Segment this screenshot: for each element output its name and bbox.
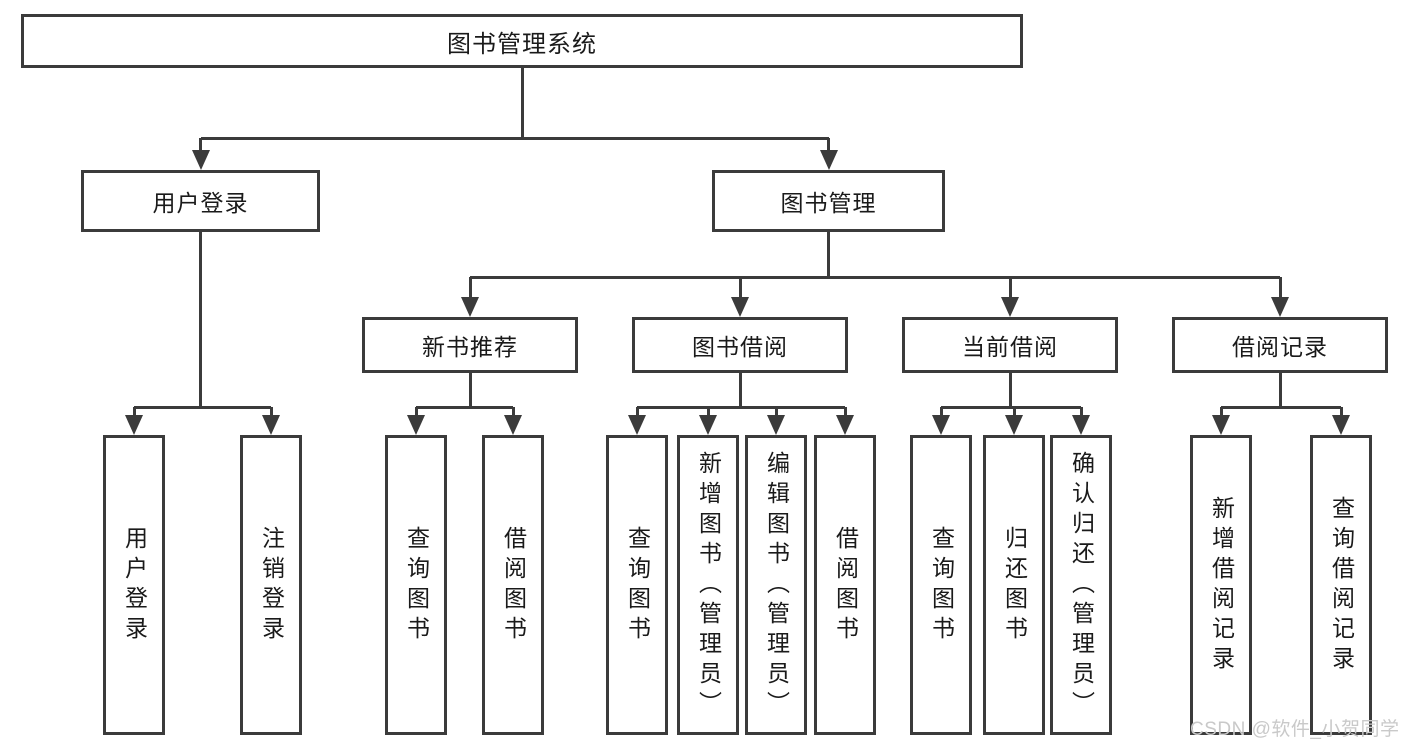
connector-line <box>738 277 742 297</box>
connector-line <box>416 405 513 409</box>
node-user-login[interactable]: 用户登录 <box>81 170 320 232</box>
node-leaf-borrow-book-new[interactable]: 借阅图书 <box>482 435 544 735</box>
node-label: 查询图书 <box>928 526 955 646</box>
connector-line <box>134 405 271 409</box>
node-leaf-return-book[interactable]: 归还图书 <box>983 435 1045 735</box>
node-label: 新增借阅记录 <box>1208 496 1235 676</box>
connector-line <box>637 405 845 409</box>
arrow-head-icon <box>932 415 950 435</box>
node-label: 用户登录 <box>152 190 249 216</box>
node-label: 新书推荐 <box>422 334 518 360</box>
node-label: 查询图书 <box>624 526 651 646</box>
connector-line <box>468 277 472 297</box>
arrow-head-icon <box>628 415 646 435</box>
arrow-head-icon <box>461 297 479 317</box>
connector-line <box>941 405 1081 409</box>
node-label: 图书管理系统 <box>447 30 597 58</box>
node-leaf-query-book[interactable]: 查询图书 <box>606 435 668 735</box>
connector-line <box>843 407 847 415</box>
node-label: 图书借阅 <box>692 334 788 360</box>
arrow-head-icon <box>1001 297 1019 317</box>
node-label: 借阅图书 <box>832 526 859 646</box>
connector-line <box>520 68 524 138</box>
connector-line <box>738 373 742 407</box>
node-label: 借阅记录 <box>1232 334 1328 360</box>
node-label: 当前借阅 <box>962 334 1058 360</box>
arrow-head-icon <box>731 297 749 317</box>
node-label: 归还图书 <box>1001 526 1028 646</box>
node-label: 借阅图书 <box>500 526 527 646</box>
arrow-head-icon <box>1212 415 1230 435</box>
node-leaf-query-book-new[interactable]: 查询图书 <box>385 435 447 735</box>
node-leaf-add-book[interactable]: 新增图书（管理员） <box>677 435 739 735</box>
arrow-head-icon <box>1005 415 1023 435</box>
connector-line <box>939 407 943 415</box>
node-label: 用户登录 <box>121 526 148 646</box>
connector-line <box>511 407 515 415</box>
connector-line <box>706 407 710 415</box>
node-leaf-query-borrow-record[interactable]: 查询借阅记录 <box>1310 435 1372 735</box>
node-new-book-recommend[interactable]: 新书推荐 <box>362 317 578 373</box>
connector-line <box>1008 277 1012 297</box>
node-label: 编辑图书（管理员） <box>763 451 790 721</box>
arrow-head-icon <box>504 415 522 435</box>
arrow-head-icon <box>407 415 425 435</box>
node-leaf-edit-book[interactable]: 编辑图书（管理员） <box>745 435 807 735</box>
node-label: 新增图书（管理员） <box>695 451 722 721</box>
arrow-head-icon <box>836 415 854 435</box>
node-leaf-borrow-book[interactable]: 借阅图书 <box>814 435 876 735</box>
connector-line <box>132 407 136 415</box>
node-book-management-system[interactable]: 图书管理系统 <box>21 14 1023 68</box>
connector-line <box>1278 277 1282 297</box>
node-borrow-record[interactable]: 借阅记录 <box>1172 317 1388 373</box>
node-label: 查询图书 <box>403 526 430 646</box>
connector-line <box>1278 373 1282 407</box>
connector-line <box>199 138 202 150</box>
connector-line <box>1221 405 1341 409</box>
arrow-head-icon <box>1271 297 1289 317</box>
connector-line <box>1012 407 1016 415</box>
node-leaf-query-book-current[interactable]: 查询图书 <box>910 435 972 735</box>
connector-line <box>1008 373 1012 407</box>
arrow-head-icon <box>819 150 838 170</box>
connector-line <box>414 407 418 415</box>
connector-line <box>199 232 202 407</box>
connector-line <box>269 407 273 415</box>
node-leaf-user-login[interactable]: 用户登录 <box>103 435 165 735</box>
node-label: 查询借阅记录 <box>1328 496 1355 676</box>
arrow-head-icon <box>699 415 717 435</box>
node-leaf-logout[interactable]: 注销登录 <box>240 435 302 735</box>
connector-line <box>635 407 639 415</box>
connector-line <box>827 138 830 150</box>
node-leaf-confirm-return[interactable]: 确认归还（管理员） <box>1050 435 1112 735</box>
node-leaf-add-borrow-record[interactable]: 新增借阅记录 <box>1190 435 1252 735</box>
node-label: 注销登录 <box>258 526 285 646</box>
arrow-head-icon <box>1332 415 1350 435</box>
connector-line <box>1339 407 1343 415</box>
csdn-watermark: CSDN @软件_小贺同学 <box>1190 719 1400 740</box>
connector-line <box>468 373 472 407</box>
connector-line <box>200 136 829 140</box>
connector-line <box>1079 407 1083 415</box>
arrow-head-icon <box>191 150 210 170</box>
connector-line <box>1219 407 1223 415</box>
node-label: 确认归还（管理员） <box>1068 451 1095 721</box>
node-book-management[interactable]: 图书管理 <box>712 170 945 232</box>
arrow-head-icon <box>125 415 143 435</box>
node-label: 图书管理 <box>780 190 877 216</box>
arrow-head-icon <box>767 415 785 435</box>
arrow-head-icon <box>1072 415 1090 435</box>
connector-line <box>827 232 830 277</box>
connector-line <box>470 275 1280 279</box>
arrow-head-icon <box>262 415 280 435</box>
node-book-borrow[interactable]: 图书借阅 <box>632 317 848 373</box>
node-current-borrow[interactable]: 当前借阅 <box>902 317 1118 373</box>
connector-line <box>774 407 778 415</box>
